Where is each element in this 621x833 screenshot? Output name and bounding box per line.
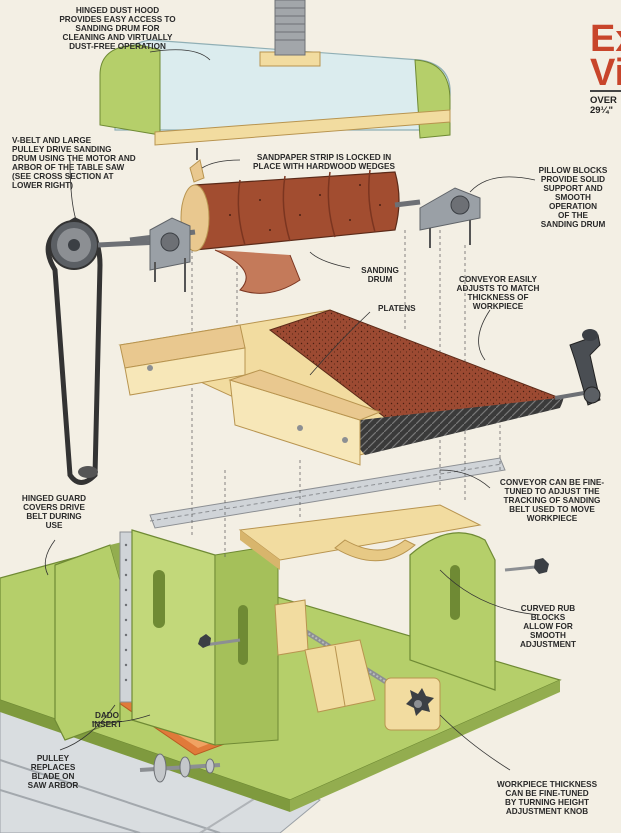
conveyor-assembly [118,309,591,466]
label-conveyor-fine-tuned: CONVEYOR CAN BE FINE- TUNED TO ADJUST TH… [499,478,605,523]
label-v-belt: V-BELT AND LARGE PULLEY DRIVE SANDING DR… [12,136,136,190]
label-pillow-blocks: PILLOW BLOCKS PROVIDE SOLID SUPPORT AND … [538,166,608,229]
saw-arbor-pulley [139,753,221,783]
label-curved-rub-blocks: CURVED RUB BLOCKS ALLOW FOR SMOOTH ADJUS… [520,604,576,649]
overall-dimensions: OVER 29¼" [590,95,617,116]
label-dado-insert: DADO INSERT [91,711,123,729]
label-hinged-guard: HINGED GUARD COVERS DRIVE BELT DURING US… [21,494,87,530]
label-platens: PLATENS [378,304,416,313]
side-knob-left [198,634,241,648]
page-title: Ex Vi [590,18,621,94]
title-rule [590,90,621,92]
sanding-drum [129,169,421,294]
label-pulley-replaces: PULLEY REPLACES BLADE ON SAW ARBOR [27,754,79,790]
leader-lines [44,49,541,771]
hardwood-wedge [189,148,205,183]
hinge-strip [149,457,506,529]
label-hinged-dust-hood: HINGED DUST HOOD PROVIDES EASY ACCESS TO… [59,6,176,51]
pillow-block-left [149,217,191,292]
height-adjustment-knob [384,677,441,731]
side-knob-right [504,558,549,574]
crank-handle [569,329,601,406]
v-belt-pulley [45,217,161,485]
lower-platform [238,504,482,570]
left-upright-side [131,529,279,746]
label-sanding-drum: SANDING DRUM [361,266,399,284]
label-sandpaper-strip: SANDPAPER STRIP IS LOCKED IN PLACE WITH … [253,153,395,171]
dust-hood [99,0,451,146]
right-upright-side [409,532,496,691]
label-workpiece-thickness: WORKPIECE THICKNESS CAN BE FINE-TUNED BY… [496,780,598,816]
label-conveyor-easily: CONVEYOR EASILY ADJUSTS TO MATCH THICKNE… [456,275,540,311]
pillow-block-right [419,187,481,248]
